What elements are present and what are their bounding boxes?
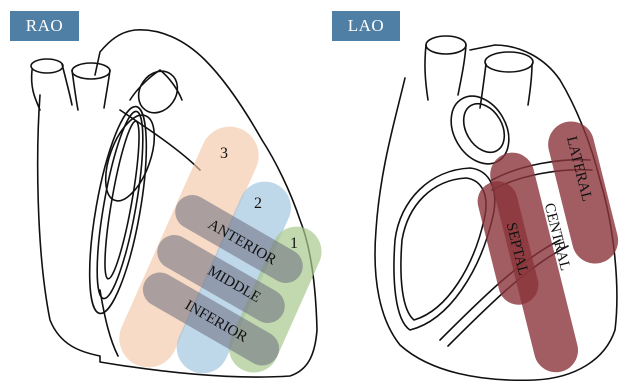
rao-zone-number-2: 2 <box>254 195 262 212</box>
rao-valve-ring-2 <box>88 109 153 302</box>
rao-vessel-top-1 <box>31 59 63 73</box>
lao-chamber-left <box>394 168 495 330</box>
rao-vessel-top-2 <box>72 63 110 79</box>
lao-chamber-left-inner <box>401 178 486 320</box>
lao-bands <box>473 117 623 377</box>
rao-vessel-top-3 <box>131 64 186 121</box>
rao-zone-number-1: 1 <box>290 235 298 252</box>
lao-vessel-top-1 <box>426 36 466 54</box>
rao-zone-number-3: 3 <box>220 145 228 162</box>
lao-vessel-top-2 <box>485 52 533 72</box>
lao-vessel-ring-inner <box>455 96 512 159</box>
